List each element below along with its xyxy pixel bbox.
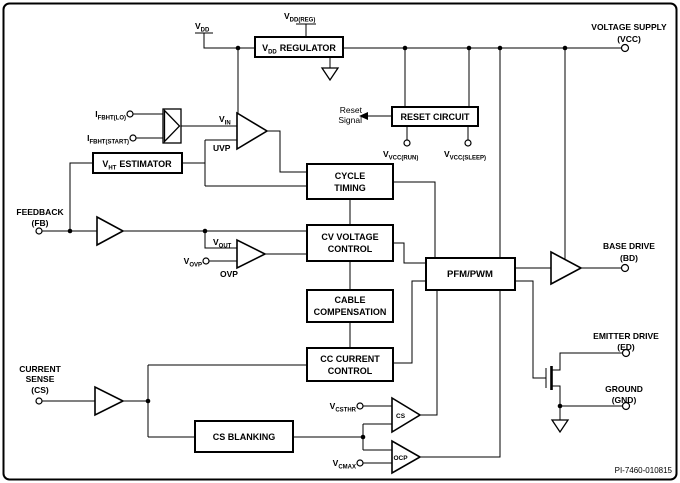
current-sense-pin: (CS) [31, 385, 49, 395]
cable-compensation-block: CABLE COMPENSATION [306, 289, 394, 323]
svg-text:OCP: OCP [394, 455, 409, 462]
vcsthr-label: VCSTHR [330, 401, 357, 414]
ifbht-selector [162, 108, 182, 144]
svg-text:COMPENSATION: COMPENSATION [314, 307, 387, 317]
svg-text:PFM/PWM: PFM/PWM [447, 269, 493, 280]
ifbht-lo-label: IFBHT(LO) [95, 109, 126, 122]
svg-text:CS: CS [396, 413, 406, 420]
emitter-drive-pin: (ED) [617, 342, 635, 352]
ifbht-lo-terminal [126, 110, 134, 118]
fb-buffer [96, 215, 125, 247]
reset-signal-label-2: Signal [338, 115, 362, 125]
current-sense-label-1: CURRENT [19, 364, 61, 374]
cs-terminal [35, 397, 43, 405]
svg-text:CV VOLTAGE: CV VOLTAGE [321, 232, 378, 242]
cycle-timing-block: CYCLE TIMING [306, 163, 394, 200]
ovp-comparator [236, 238, 267, 270]
part-number: PI-7460-010815 [615, 466, 673, 475]
vdd-label: VDD [195, 21, 210, 34]
ground-label: GROUND [605, 384, 643, 394]
vcc-sleep-label: VVCC(SLEEP) [444, 149, 486, 162]
svg-text:CONTROL: CONTROL [328, 366, 373, 376]
ground-pin: (GND) [612, 395, 637, 405]
vcmax-terminal [356, 459, 364, 467]
vovp-terminal [202, 257, 210, 265]
uvp-label: UVP [213, 143, 231, 153]
vcc-run-terminal [403, 139, 411, 147]
cc-current-control-block: CC CURRENT CONTROL [306, 347, 394, 382]
reset-circuit-block: RESET CIRCUIT [391, 106, 479, 127]
feedback-pin: (FB) [32, 218, 49, 228]
svg-text:RESET CIRCUIT: RESET CIRCUIT [400, 112, 470, 122]
svg-text:CONTROL: CONTROL [328, 244, 373, 254]
junction-dots [67, 45, 568, 440]
ed-terminal [621, 348, 631, 358]
bd-driver [550, 250, 583, 286]
voltage-supply-pin: (VCC) [617, 34, 641, 44]
mosfet-symbol [545, 366, 553, 390]
terminal-circles [35, 43, 631, 467]
vcc-run-label: VVCC(RUN) [383, 149, 418, 162]
svg-text:CYCLE: CYCLE [335, 171, 366, 181]
voltage-supply-label: VOLTAGE SUPPLY [591, 22, 667, 32]
block-label: V [262, 43, 268, 53]
ovp-label: OVP [220, 269, 238, 279]
current-sense-label-2: SENSE [26, 374, 55, 384]
uvp-comparator [236, 111, 269, 151]
ground-symbol-regulator [320, 67, 340, 82]
vin-label: VIN [219, 114, 231, 127]
svg-text:CABLE: CABLE [335, 295, 366, 305]
feedback-label: FEEDBACK [16, 207, 64, 217]
ifbht-start-label: IFBHT(START) [87, 133, 129, 146]
vdd-reg-label: VDD(REG) [284, 11, 315, 24]
vovp-label: VOVP [184, 256, 202, 269]
gnd-terminal [621, 401, 631, 411]
vcc-sleep-terminal [464, 139, 472, 147]
svg-text:TIMING: TIMING [334, 183, 366, 193]
vcc-terminal [620, 43, 630, 53]
ifbht-start-terminal [129, 134, 137, 142]
cs-blanking-block: CS BLANKING [194, 420, 294, 453]
cs-buffer [94, 385, 125, 417]
vcmax-label: VCMAX [333, 458, 356, 471]
reset-signal-label-1: Reset [340, 105, 363, 115]
vout-label: VOUT [213, 237, 232, 250]
svg-text:CS BLANKING: CS BLANKING [213, 432, 276, 442]
reset-arrow-icon [359, 112, 368, 120]
ground-symbol-mosfet [550, 419, 570, 434]
fb-terminal [35, 227, 43, 235]
cv-voltage-control-block: CV VOLTAGE CONTROL [306, 224, 394, 262]
svg-text:CC CURRENT: CC CURRENT [320, 354, 380, 364]
vcsthr-terminal [356, 402, 364, 410]
emitter-drive-label: EMITTER DRIVE [593, 331, 659, 341]
pfm-pwm-block: PFM/PWM [425, 257, 516, 291]
cs-comparator: CS [391, 396, 422, 434]
base-drive-pin: (BD) [620, 253, 638, 263]
ocp-comparator: OCP [391, 439, 422, 475]
base-drive-label: BASE DRIVE [603, 241, 655, 251]
bd-terminal [620, 263, 630, 273]
